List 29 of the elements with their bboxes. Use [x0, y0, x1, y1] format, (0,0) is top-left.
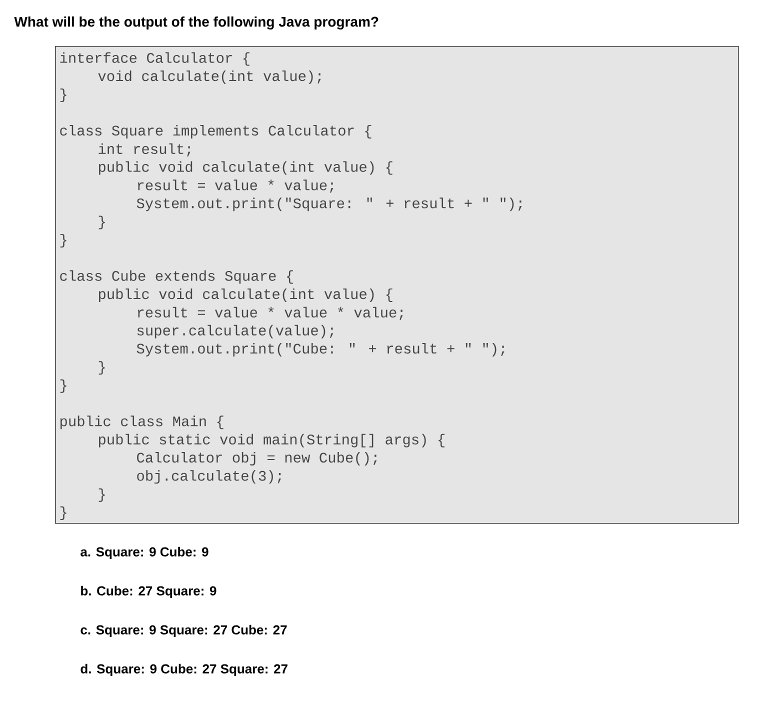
- answer-option: a. Square: 9 Cube: 9: [80, 546, 208, 560]
- code-line: public void calculate(int value) {: [98, 288, 392, 302]
- question-title: What will be the output of the following Java program?: [14, 16, 378, 30]
- code-line: public void calculate(int value) {: [98, 161, 392, 175]
- code-line: result = value * value;: [138, 180, 334, 193]
- code-line: }: [60, 506, 66, 520]
- code-line: void calculate(int value);: [98, 70, 321, 84]
- code-line: }: [60, 234, 66, 248]
- code-line: public class Main {: [60, 416, 224, 430]
- code-line: result = value * value * value;: [138, 306, 403, 320]
- code-line: Calculator obj = new Cube();: [137, 452, 377, 466]
- code-line: }: [98, 488, 105, 502]
- answer-option: b. Cube: 27 Square: 9: [81, 586, 216, 598]
- code-line: obj.calculate(3);: [137, 470, 281, 484]
- code-line: super.calculate(value);: [137, 324, 334, 338]
- answer-option: d. Square: 9 Cube: 27 Square: 27: [80, 664, 288, 676]
- code-line: public static void main(String[] args) {: [98, 434, 444, 448]
- code-block: [55, 46, 739, 524]
- code-line: }: [60, 379, 66, 393]
- code-line: System.out.print("Square: " + result + " ");: [136, 198, 522, 212]
- code-line: class Cube extends Square {: [60, 270, 293, 284]
- code-line: }: [98, 361, 105, 375]
- code-line: int result;: [98, 143, 190, 156]
- answer-option: c. Square: 9 Square: 27 Cube: 27: [80, 624, 287, 638]
- code-line: System.out.print("Cube: " + result + " ");: [136, 342, 504, 356]
- code-line: interface Calculator {: [60, 52, 250, 66]
- code-line: class Square implements Calculator {: [60, 124, 372, 138]
- code-line: }: [98, 216, 105, 230]
- code-line: }: [60, 88, 66, 102]
